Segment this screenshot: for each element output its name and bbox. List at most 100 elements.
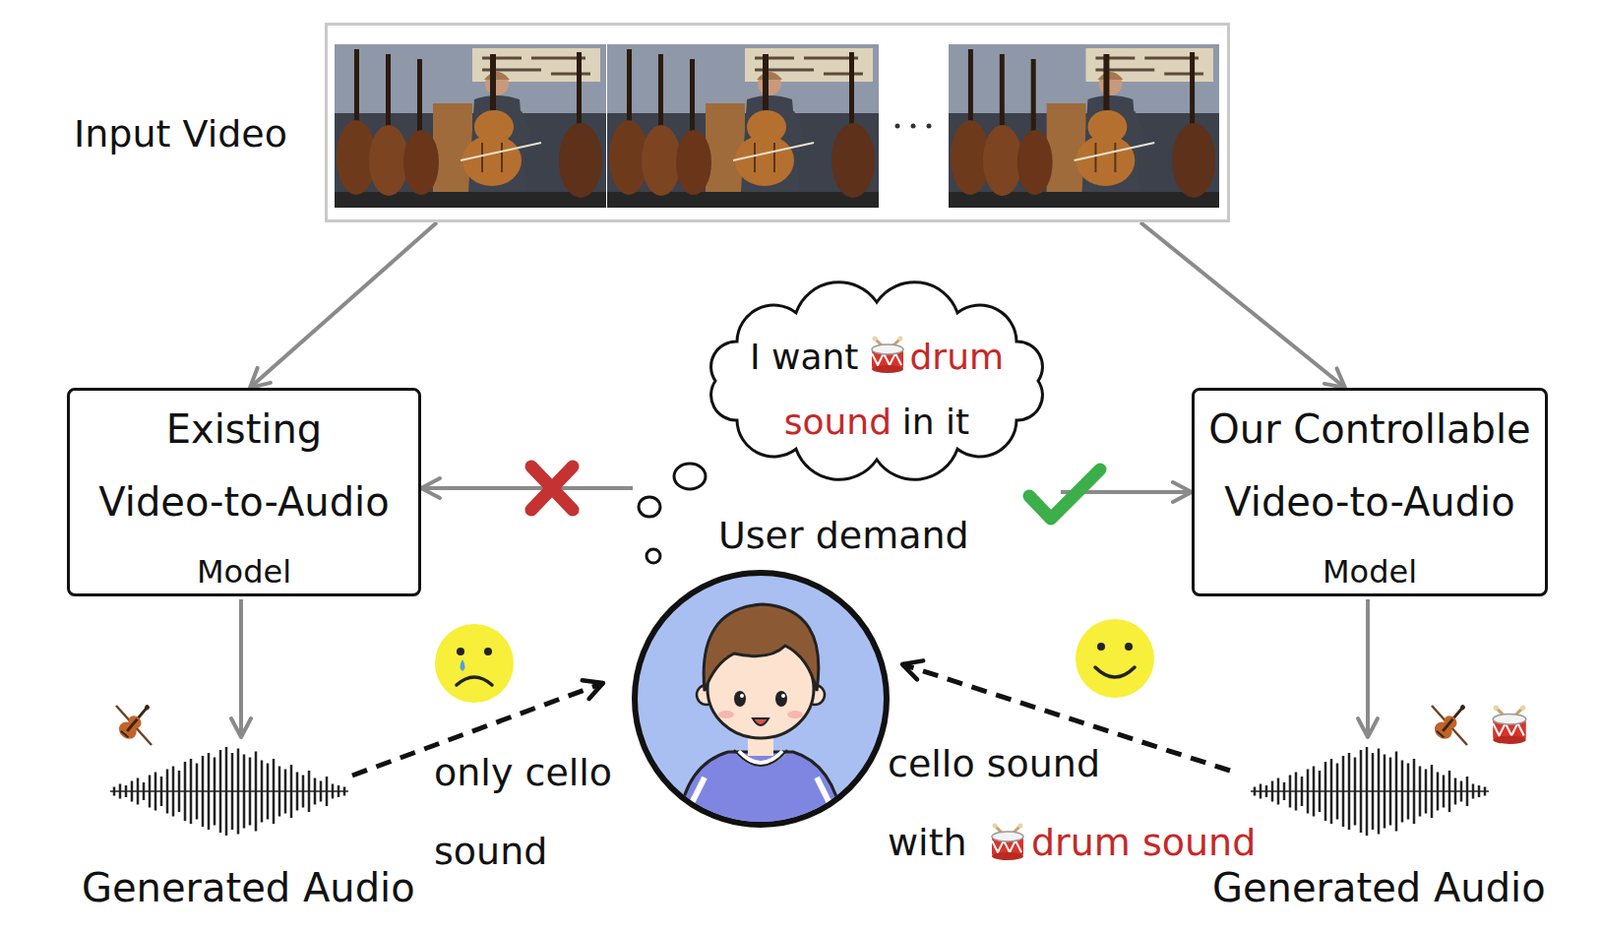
connector-arrow — [249, 222, 437, 388]
text-word: Video-to-Audio — [98, 479, 389, 525]
sad-face — [434, 623, 514, 703]
happy-face — [1097, 642, 1106, 651]
text-word: sound — [1142, 820, 1256, 864]
output-label: Generated Audio — [1212, 863, 1546, 912]
model-title: Existing Video-to-Audio — [69, 392, 419, 539]
text-word: Controllable — [1292, 406, 1531, 452]
output-arrows — [241, 599, 1368, 738]
user-avatar — [787, 710, 803, 719]
text-word: Input — [73, 112, 171, 156]
user-avatar — [718, 710, 735, 719]
user-avatar — [734, 749, 788, 766]
user-avatar — [752, 718, 769, 726]
panel-heading: Input Video — [73, 112, 288, 156]
user-avatar — [688, 777, 833, 809]
cloud-text: I want — [749, 336, 860, 377]
user-avatar — [703, 604, 819, 691]
text-word: it — [945, 401, 970, 442]
cloud-outline — [711, 282, 1044, 481]
user-avatar — [775, 690, 788, 707]
sad-face — [434, 623, 514, 703]
video-frames — [334, 44, 607, 208]
text-word: sound — [986, 741, 1101, 786]
user-avatar — [734, 690, 746, 707]
accept-check — [1029, 469, 1101, 519]
output-arrows — [239, 599, 244, 738]
instrument-icons — [1430, 699, 1472, 745]
drum-icon — [871, 336, 904, 374]
text-word: Generated — [81, 864, 291, 911]
thought-bubble — [638, 496, 661, 517]
happy-face — [1075, 618, 1155, 698]
thought-bubble — [646, 549, 661, 563]
output-arrows — [1365, 599, 1370, 738]
connector-arrow — [421, 486, 633, 491]
text-word: only — [433, 750, 513, 795]
text-word: cello — [524, 750, 613, 795]
instrument-icons — [115, 699, 156, 745]
text-word: Generated — [1212, 864, 1421, 911]
user-avatar — [676, 751, 845, 837]
text-word: I — [749, 336, 761, 377]
user-avatar — [739, 693, 744, 698]
text-word: drum — [1031, 820, 1131, 864]
waveforms — [1250, 746, 1489, 836]
instrument-icons — [1492, 705, 1527, 744]
model-subtitle: Model — [1322, 552, 1417, 592]
sad-face — [460, 659, 466, 672]
video-frames — [895, 123, 901, 129]
waveforms — [110, 746, 349, 836]
result-label: only cello sound — [433, 733, 651, 891]
happy-face — [1075, 618, 1155, 698]
text-word: Model — [196, 553, 292, 591]
text-word: cello — [887, 741, 976, 786]
reject-cross — [531, 466, 573, 510]
video-frames — [334, 44, 1220, 208]
output-label: Generated Audio — [81, 863, 416, 912]
waveforms — [110, 746, 1489, 836]
user-avatar — [781, 693, 786, 698]
text-word: Existing — [166, 406, 322, 452]
sad-face — [456, 647, 465, 656]
text-word: User — [718, 513, 804, 557]
thought-bubble — [674, 463, 706, 490]
text-word: sound — [784, 401, 892, 442]
user-avatar — [676, 751, 845, 837]
text-word: Video-to-Audio — [1224, 479, 1515, 525]
text-word: in — [902, 401, 935, 442]
reject-cross — [531, 466, 573, 510]
sad-face — [484, 647, 493, 656]
text-word: with — [887, 820, 968, 864]
video-frame-box: Input Video — [324, 22, 1231, 223]
drum-icon — [867, 335, 908, 375]
text-word: demand — [815, 513, 970, 557]
instrument-icons — [991, 823, 1024, 862]
cloud-text-block: I want drum soundin it — [729, 324, 1025, 455]
accept-check — [1029, 469, 1101, 519]
video-frames — [607, 44, 879, 208]
user-avatar — [738, 751, 784, 764]
text-word: Audio — [303, 864, 416, 911]
model-title: Our Controllable Video-to-Audio — [1194, 392, 1545, 539]
happy-face — [1124, 642, 1133, 651]
connector-arrow — [1140, 222, 1346, 388]
reject-cross — [531, 466, 573, 510]
model-subtitle: Model — [196, 552, 292, 592]
caption-label: User demand — [718, 511, 970, 559]
text-word: Model — [1322, 553, 1417, 591]
happy-face — [1095, 667, 1135, 677]
text-word: Video — [183, 112, 288, 156]
text-word: want — [771, 336, 859, 377]
text-word: drum — [909, 336, 1004, 377]
text-word: Our — [1208, 406, 1281, 452]
text-word: Audio — [1433, 864, 1546, 911]
cloud-text: in it — [902, 401, 970, 442]
video-frames — [911, 123, 917, 129]
text-word: sound — [433, 829, 548, 873]
video-frames — [948, 44, 1220, 208]
model-box: Our Controllable Video-to-AudioModel — [1191, 387, 1548, 597]
model-box: Existing Video-to-AudioModel — [66, 387, 422, 597]
user-avatar — [634, 572, 887, 837]
sad-face — [456, 676, 493, 685]
